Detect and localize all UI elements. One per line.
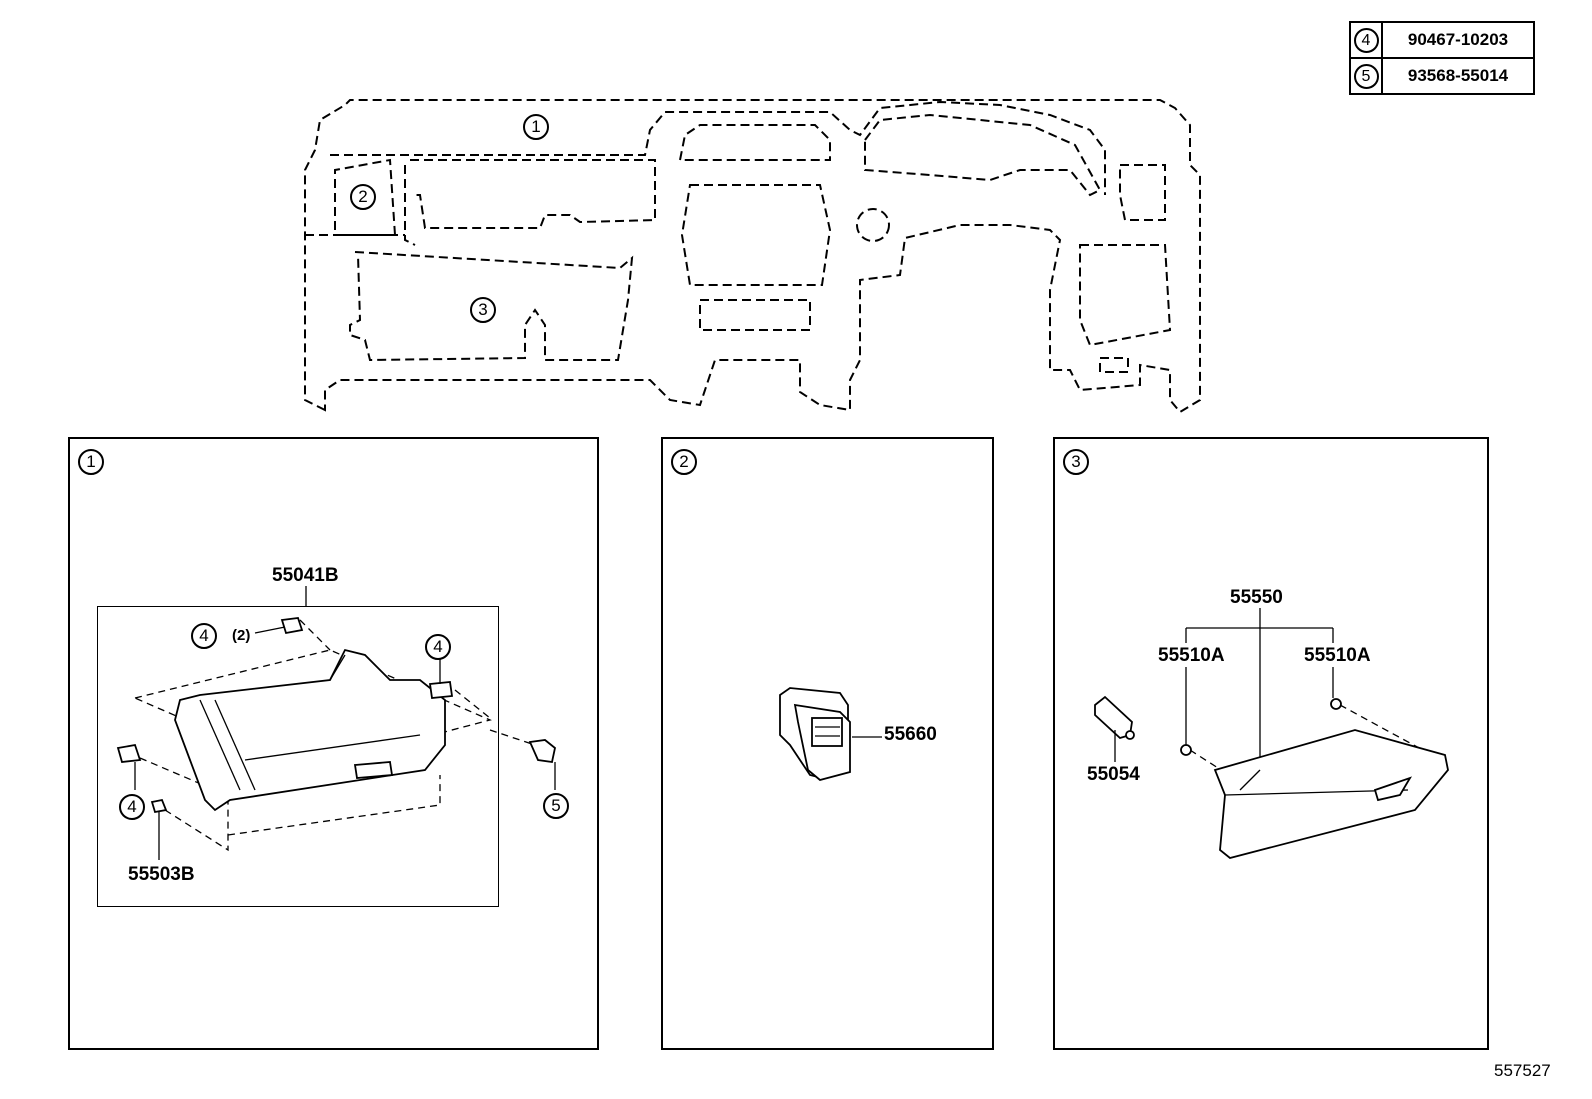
panel-1-key-marker: 1 bbox=[78, 449, 104, 475]
legend-part-number: 90467-10203 bbox=[1381, 21, 1535, 59]
part-label-55041b: 55041B bbox=[272, 565, 339, 586]
panel-3-key-marker: 3 bbox=[1063, 449, 1089, 475]
overview-region-1-marker: 1 bbox=[523, 114, 549, 140]
legend-key-circle: 4 bbox=[1353, 27, 1379, 53]
legend-row: 5 93568-55014 bbox=[1349, 57, 1535, 95]
figure-id: 557527 bbox=[1494, 1061, 1551, 1080]
fastener-legend-table: 4 90467-10203 5 93568-55014 bbox=[1349, 21, 1535, 95]
panel-1-clip-right-marker: 4 bbox=[425, 634, 451, 660]
part-label-55550: 55550 bbox=[1230, 587, 1283, 608]
part-label-55510a-left: 55510A bbox=[1158, 645, 1225, 666]
panel-1-clip-left-marker: 4 bbox=[119, 794, 145, 820]
legend-key-circle: 5 bbox=[1353, 63, 1379, 89]
part-label-55510a-right: 55510A bbox=[1304, 645, 1371, 666]
panel-2-key-marker: 2 bbox=[671, 449, 697, 475]
legend-row: 4 90467-10203 bbox=[1349, 21, 1535, 59]
panel-1-clip-qty-marker: 4 bbox=[191, 623, 217, 649]
panel-1-clip-qty: (2) bbox=[232, 627, 251, 644]
panel-1-screw-marker: 5 bbox=[543, 793, 569, 819]
part-label-55660: 55660 bbox=[884, 724, 937, 745]
overview-region-3-marker: 3 bbox=[470, 297, 496, 323]
detail-panel-3 bbox=[1053, 437, 1489, 1050]
panel-1-assembly-frame bbox=[97, 606, 499, 907]
overview-region-2-marker: 2 bbox=[350, 184, 376, 210]
part-label-55054: 55054 bbox=[1087, 764, 1140, 785]
legend-part-number: 93568-55014 bbox=[1381, 57, 1535, 95]
part-label-55503b: 55503B bbox=[128, 864, 195, 885]
